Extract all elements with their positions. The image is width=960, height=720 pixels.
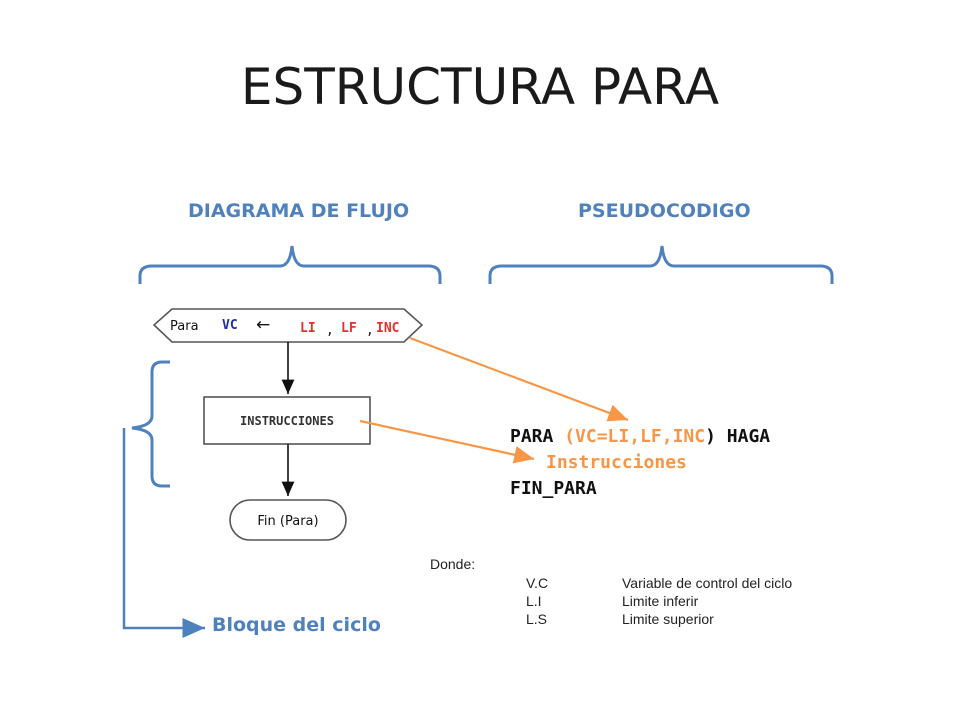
legend-desc: Limite inferir <box>622 593 699 609</box>
connector-instructions <box>359 419 535 464</box>
pseudo-line-1: PARA (VC=LI,LF,INC) HAGA <box>510 426 770 447</box>
pseudocode-section-label: PSEUDOCODIGO <box>578 200 751 222</box>
para-lf: LF <box>341 321 357 336</box>
pseudo-line-3: FIN_PARA <box>510 478 597 499</box>
legend-heading: Donde: <box>430 556 476 572</box>
pseudo-haga: HAGA <box>726 426 771 447</box>
end-terminal <box>229 499 347 541</box>
para-comma-1: , <box>326 323 334 338</box>
end-label: Fin (Para) <box>257 514 318 529</box>
loop-brace <box>131 360 170 488</box>
pseudo-condition: VC=LI,LF,INC <box>575 426 706 447</box>
legend-desc: Variable de control del ciclo <box>622 575 793 591</box>
para-comma-2: , <box>366 323 374 338</box>
legend-desc: Limite superior <box>622 611 714 627</box>
instructions-box <box>203 396 371 445</box>
pseudo-para: PARA <box>510 426 554 447</box>
para-inc: INC <box>376 321 399 336</box>
slide-title: ESTRUCTURA PARA <box>240 58 720 116</box>
pseudo-line-2: Instrucciones <box>546 452 687 473</box>
para-var: VC <box>222 318 238 333</box>
flowchart-brace <box>138 245 442 284</box>
para-assign-arrow: ← <box>256 315 270 335</box>
loop-block-connector <box>122 428 205 638</box>
para-start-shape <box>152 308 424 343</box>
legend-abbr: V.C <box>526 575 549 591</box>
para-start-word: Para <box>170 319 199 334</box>
legend-abbr: L.S <box>526 611 548 627</box>
flowchart-section-label: DIAGRAMA DE FLUJO <box>188 200 410 222</box>
pseudo-open-paren: ( <box>564 426 576 447</box>
pseudo-close-paren: ) <box>705 426 716 447</box>
pseudocode-brace <box>488 245 834 284</box>
legend-abbr: L.I <box>526 593 542 609</box>
para-li: LI <box>300 321 316 336</box>
connector-condition <box>409 336 629 422</box>
loop-block-label: Bloque del ciclo <box>212 614 381 636</box>
instructions-label: INSTRUCCIONES <box>240 414 334 428</box>
